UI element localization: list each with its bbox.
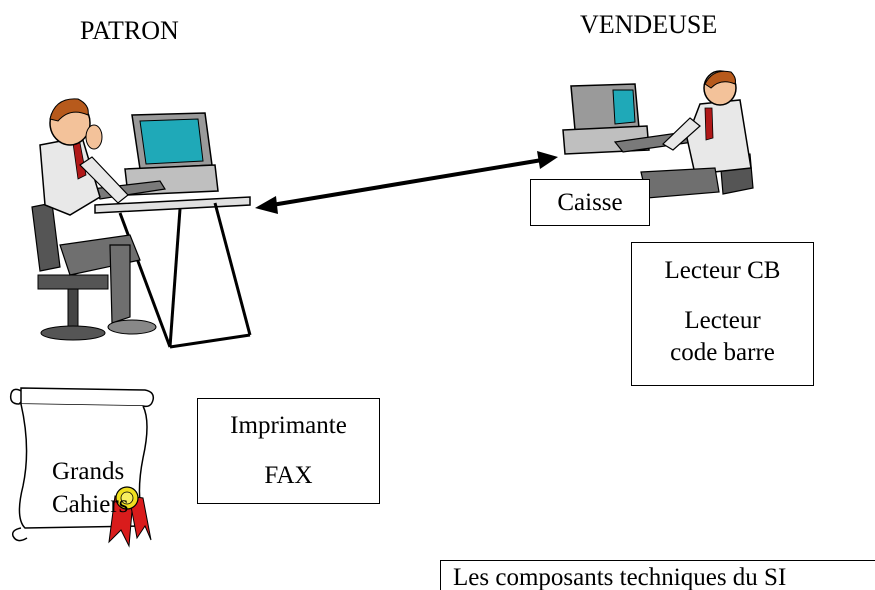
patron-title: PATRON (80, 16, 179, 45)
caisse-label: Caisse (557, 189, 623, 216)
patron-computer-illustration (31, 98, 252, 349)
caption: Les composants techniques du SI (440, 560, 875, 590)
lecteur-code-barre-line1: Lecteur (684, 307, 761, 334)
lecteur-code-barre-line2: code barre (670, 339, 775, 366)
scroll-line1: Grands (52, 458, 125, 485)
scroll-icon (9, 387, 155, 548)
caisse-box: Caisse (530, 179, 650, 226)
vendeuse-title: VENDEUSE (580, 10, 718, 39)
lecteur-cb-label: Lecteur CB (664, 257, 781, 284)
scroll-text: Grands Cahiers (52, 455, 128, 521)
scroll-line2: Cahiers (52, 491, 129, 518)
imprimante-fax-box: Imprimante FAX (197, 398, 380, 504)
lecteur-box: Lecteur CB Lecteur code barre (631, 242, 814, 386)
vendeuse-computer-illustration (562, 70, 754, 199)
fax-label: FAX (264, 462, 313, 489)
imprimante-label: Imprimante (230, 412, 347, 439)
